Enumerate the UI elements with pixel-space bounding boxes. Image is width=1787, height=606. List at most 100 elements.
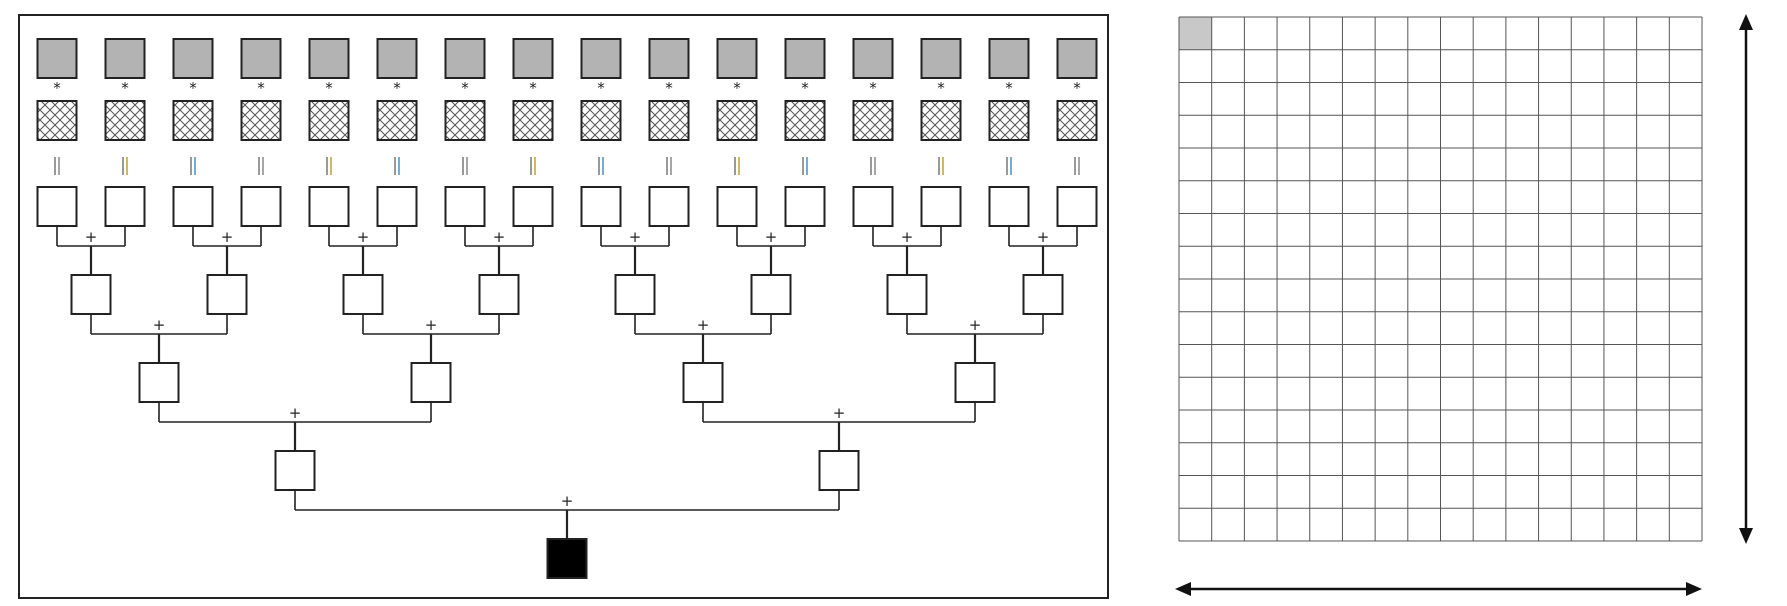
sum-connector: + — [634, 314, 772, 363]
plus-sign: + — [765, 228, 778, 246]
sum-connector: + — [328, 226, 398, 275]
grid-layer — [1178, 16, 1703, 542]
multiply-sign: * — [1005, 79, 1013, 97]
multiply-sign: * — [1073, 79, 1081, 97]
product-square — [36, 186, 78, 227]
partial-sum-square — [818, 450, 860, 491]
partial-sum-square — [614, 274, 656, 315]
input-square — [648, 38, 690, 79]
weight-square — [1056, 100, 1098, 141]
input-square — [104, 38, 146, 79]
equals-sign — [122, 157, 128, 175]
sum-connector: + — [362, 314, 500, 363]
input-square — [36, 38, 78, 79]
partial-sum-square — [1022, 274, 1064, 315]
multiply-sign: * — [393, 79, 401, 97]
equals-sign — [258, 157, 264, 175]
plus-sign: + — [221, 228, 234, 246]
multiply-sign: * — [257, 79, 265, 97]
input-square — [444, 38, 486, 79]
partial-sum-square — [274, 450, 316, 491]
input-square — [1056, 38, 1098, 79]
plus-sign: + — [85, 228, 98, 246]
product-square — [1056, 186, 1098, 227]
input-square — [308, 38, 350, 79]
plus-sign: + — [153, 316, 166, 334]
equals-sign — [666, 157, 672, 175]
sum-connector: + — [1008, 226, 1078, 275]
weight-square — [444, 100, 486, 141]
input-square — [988, 38, 1030, 79]
grid-panel — [1175, 14, 1753, 596]
sum-connector: + — [294, 490, 840, 539]
multiply-sign: * — [801, 79, 809, 97]
multiply-sign: * — [869, 79, 877, 97]
plus-sign: + — [901, 228, 914, 246]
vertical-arrow — [1739, 14, 1753, 544]
product-square — [512, 186, 554, 227]
product-square — [172, 186, 214, 227]
sum-connector: + — [906, 314, 1044, 363]
product-square — [376, 186, 418, 227]
partial-sum-square — [70, 274, 112, 315]
plus-sign: + — [493, 228, 506, 246]
product-square — [784, 186, 826, 227]
input-square — [716, 38, 758, 79]
multiply-sign: * — [53, 79, 61, 97]
plus-sign: + — [969, 316, 982, 334]
weight-square — [104, 100, 146, 141]
partial-sum-square — [410, 362, 452, 403]
equals-sign — [462, 157, 468, 175]
partial-sum-square — [886, 274, 928, 315]
reduction-tree-panel: ****************+++++++++++++++ — [18, 14, 1109, 599]
input-square — [580, 38, 622, 79]
equals-sign — [326, 157, 332, 175]
equals-sign — [1074, 157, 1080, 175]
equals-sign — [1006, 157, 1012, 175]
input-square — [240, 38, 282, 79]
equals-sign — [54, 157, 60, 175]
multiply-sign: * — [665, 79, 673, 97]
sum-connector: + — [158, 402, 432, 451]
plus-sign: + — [629, 228, 642, 246]
equals-sign — [734, 157, 740, 175]
input-square — [376, 38, 418, 79]
sum-connector: + — [600, 226, 670, 275]
equals-sign — [190, 157, 196, 175]
multiply-sign: * — [529, 79, 537, 97]
equals-sign — [394, 157, 400, 175]
weight-square — [988, 100, 1030, 141]
equals-sign — [802, 157, 808, 175]
multiply-sign: * — [733, 79, 741, 97]
product-square — [852, 186, 894, 227]
product-square — [444, 186, 486, 227]
partial-sum-square — [750, 274, 792, 315]
partial-sum-square — [342, 274, 384, 315]
plus-sign: + — [833, 404, 846, 422]
weight-square — [580, 100, 622, 141]
equals-sign — [938, 157, 944, 175]
multiply-sign: * — [121, 79, 129, 97]
input-square — [784, 38, 826, 79]
tree-layer: ****************+++++++++++++++ — [36, 38, 1098, 579]
weight-square — [308, 100, 350, 141]
product-square — [240, 186, 282, 227]
equals-sign — [870, 157, 876, 175]
product-square — [920, 186, 962, 227]
weight-square — [648, 100, 690, 141]
plus-sign: + — [697, 316, 710, 334]
product-square — [648, 186, 690, 227]
weight-square — [36, 100, 78, 141]
multiply-sign: * — [325, 79, 333, 97]
product-square — [580, 186, 622, 227]
equals-sign — [598, 157, 604, 175]
weight-square — [172, 100, 214, 141]
sum-connector: + — [736, 226, 806, 275]
product-square — [716, 186, 758, 227]
product-square — [988, 186, 1030, 227]
plus-sign: + — [1037, 228, 1050, 246]
sum-connector: + — [702, 402, 976, 451]
highlighted-cell — [1179, 17, 1212, 50]
multiply-sign: * — [461, 79, 469, 97]
